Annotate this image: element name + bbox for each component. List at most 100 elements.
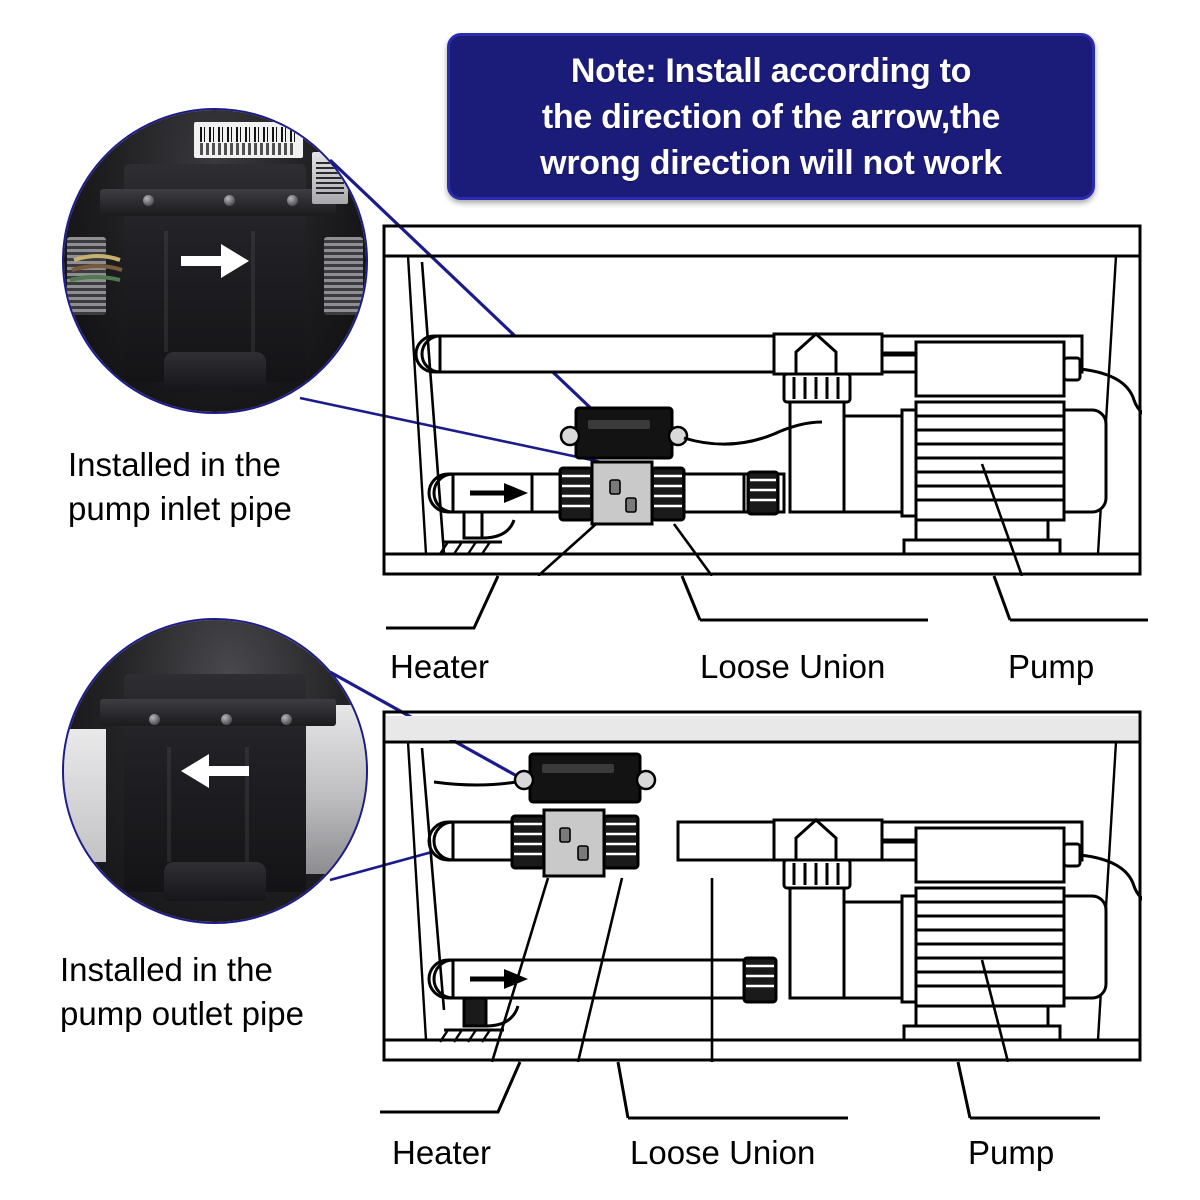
sensor-cable <box>683 420 823 446</box>
caption-inlet: Installed in the pump inlet pipe <box>68 443 398 531</box>
note-line-2: the direction of the arrow,the <box>541 97 1001 136</box>
connector-pins <box>311 152 348 204</box>
label-heater-lower: Heater <box>392 1134 492 1171</box>
bottom-pipe-end-cap <box>432 958 455 1000</box>
heater-port <box>559 827 571 843</box>
barcode-label <box>193 122 303 159</box>
sensor-foot <box>163 351 267 391</box>
photo-inset-inlet <box>62 108 368 414</box>
barcode-stripes <box>200 127 297 143</box>
tee-fitting <box>772 817 884 862</box>
union-nut-tee <box>782 372 852 404</box>
drain-elbow <box>481 519 516 540</box>
sensor-rib <box>251 230 256 352</box>
caption-inlet-line2: pump inlet pipe <box>68 490 292 527</box>
sensor-boss-right <box>667 425 689 447</box>
heater-port <box>577 845 589 861</box>
sensor-boss-left <box>559 425 581 447</box>
union-nut-pump-inlet <box>742 956 778 1004</box>
sensor-screw <box>221 713 233 725</box>
leader-union-hook <box>616 1061 848 1120</box>
sensor-rib <box>163 230 168 352</box>
leader-heater <box>537 523 597 576</box>
bottom-pipe-flow-arrow-right <box>470 483 528 503</box>
diagram-inlet-install <box>382 224 1142 576</box>
sensor-rib <box>166 746 171 862</box>
callout-line-top-a <box>328 158 642 457</box>
pump-power-cord <box>1079 367 1142 415</box>
leader-left-guide <box>420 747 446 1011</box>
photo-outlet-content <box>64 620 366 922</box>
heater-assembly <box>558 406 823 526</box>
caption-outlet-line2: pump outlet pipe <box>60 995 305 1032</box>
leader-lines <box>420 261 1024 576</box>
caption-outlet-line1: Installed in the <box>60 951 273 988</box>
tub-outer-frame <box>382 224 1142 576</box>
leader-union <box>672 523 714 576</box>
photo-inset-outlet <box>62 618 368 924</box>
top-pipe-end-cap <box>432 820 455 862</box>
leader-pump-hook <box>956 1061 1100 1120</box>
thread-collar-right-icon <box>323 236 363 316</box>
sensor-screw <box>224 194 236 206</box>
heater-port <box>625 497 637 513</box>
wire-green <box>69 275 121 282</box>
tub-taper-left <box>406 741 428 1041</box>
flow-sensor-vent <box>542 764 614 773</box>
leader-union-hook <box>680 575 928 622</box>
union-nut-heater-right <box>602 814 640 870</box>
heater-port <box>609 479 621 495</box>
drain-elbow <box>485 1005 520 1028</box>
pump-power-cord <box>1079 853 1142 901</box>
leader-pump <box>980 463 1024 576</box>
note-banner: Note: Install according to the direction… <box>447 33 1095 200</box>
caption-inlet-line1: Installed in the <box>68 446 281 483</box>
drain-stub <box>462 996 488 1028</box>
note-line-3: wrong direction will not work <box>540 143 1002 182</box>
note-line-1: Note: Install according to <box>570 51 972 90</box>
drain-stub <box>462 510 484 540</box>
label-loose-union-lower: Loose Union <box>630 1134 816 1171</box>
sensor-screw <box>281 713 293 725</box>
arrow-left-icon <box>181 754 249 788</box>
leader-lines <box>420 747 1010 1062</box>
leader-pump <box>980 959 1010 1062</box>
leader-union-a <box>576 877 624 1062</box>
sensor-boss-left <box>513 769 535 791</box>
caption-outlet: Installed in the pump outlet pipe <box>60 948 410 1036</box>
pump-motor-fins <box>916 900 1064 988</box>
label-pump-upper: Pump <box>1008 648 1095 685</box>
label-pump-lower: Pump <box>968 1134 1055 1171</box>
pump-assembly <box>842 340 1142 556</box>
union-nut-pump-inlet <box>746 470 780 516</box>
leader-left-guide <box>420 261 446 555</box>
sensor-rib <box>245 746 250 862</box>
top-pipe-end-cap <box>420 334 442 374</box>
pump-end-bell <box>1062 894 1108 1000</box>
pump-assembly <box>842 826 1142 1042</box>
sensor-screw <box>148 713 160 725</box>
diagram-outlet-install <box>382 710 1142 1062</box>
leader-heater-hook <box>380 1061 522 1114</box>
leader-heater-hook <box>386 575 500 630</box>
sensor-screw <box>142 194 154 206</box>
pump-foot-plate <box>902 1024 1062 1042</box>
tub-rim-band <box>386 716 1138 740</box>
heater-assembly <box>433 752 657 878</box>
sensor-screw <box>287 194 299 206</box>
arrow-right-icon <box>181 244 249 278</box>
label-loose-union-upper: Loose Union <box>700 648 886 685</box>
sensor-boss-right <box>635 769 657 791</box>
leader-heater <box>490 877 550 1062</box>
sensor-top-rail <box>100 698 336 726</box>
ground-hatch-icon <box>439 1029 491 1043</box>
pump-foot-plate <box>902 538 1062 556</box>
union-nut-heater-right <box>650 466 686 522</box>
tub-outer-frame <box>382 710 1142 1062</box>
tee-fitting <box>772 331 884 376</box>
wire-yellow <box>73 254 121 262</box>
label-heater-upper: Heater <box>390 648 490 685</box>
